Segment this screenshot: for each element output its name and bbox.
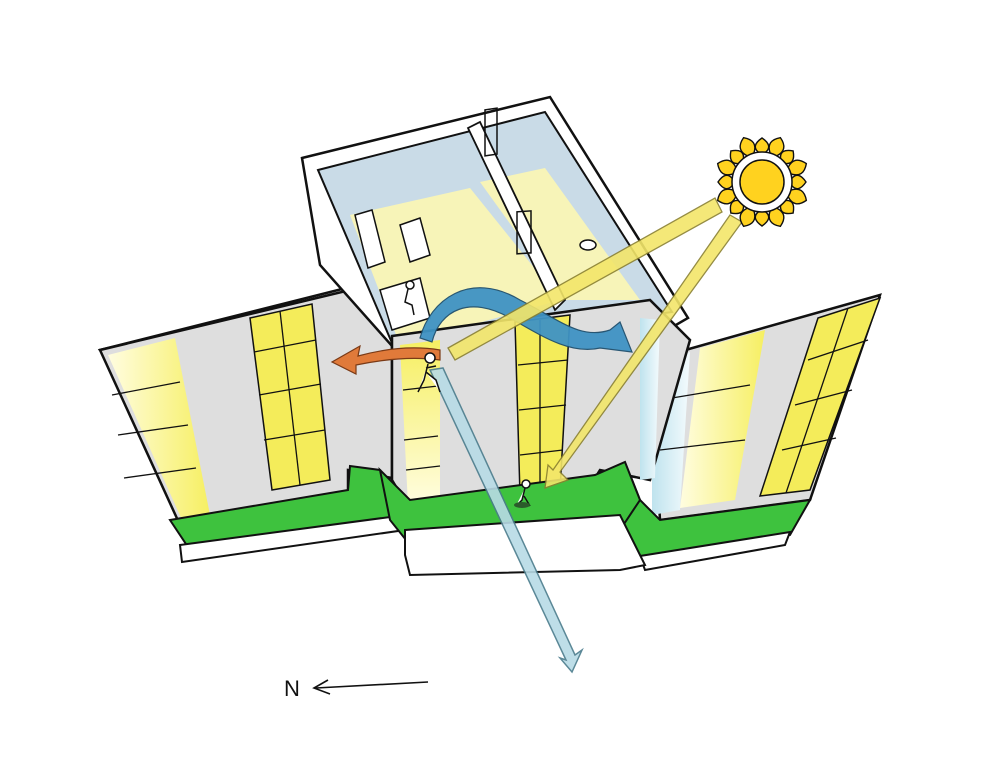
daylight-ray-icon	[544, 214, 743, 489]
right-wing-mullions	[659, 307, 869, 494]
door-left	[484, 107, 498, 157]
sun-ray	[729, 149, 745, 165]
sun-ray	[768, 207, 785, 228]
sun-ray	[739, 207, 756, 228]
sun-ray	[791, 174, 807, 190]
cabinet-1	[354, 209, 386, 269]
view-arrow-icon	[428, 367, 584, 674]
tower-glazing-left	[400, 340, 440, 505]
sun-ray	[779, 199, 795, 215]
sun-icon	[716, 136, 808, 228]
person-icon	[404, 280, 415, 316]
person-icon	[417, 352, 441, 393]
person-shadow	[514, 502, 530, 508]
left-wing	[97, 285, 412, 564]
sun-ray	[787, 159, 808, 176]
daylight-ray-icon	[447, 197, 723, 361]
exhaust-arrow-icon	[330, 344, 441, 375]
cabinet-2	[399, 217, 431, 263]
stool	[579, 239, 597, 251]
right-wing-glazing-2	[758, 296, 882, 497]
north-arrow-icon	[312, 679, 429, 695]
sun-ray	[716, 188, 737, 205]
sun-ray	[754, 137, 770, 153]
sun-ray	[787, 188, 808, 205]
left-wing-mullions	[111, 310, 326, 486]
right-wing	[598, 293, 882, 572]
sun-ray	[779, 149, 795, 165]
tower-glazing-right	[640, 318, 660, 480]
person-icon	[515, 479, 531, 507]
compass-north-label: N	[284, 676, 300, 701]
right-wing-glazing-1	[680, 330, 765, 508]
sun-ray	[716, 159, 737, 176]
sun-ray	[739, 136, 756, 157]
tower-mullions	[402, 320, 569, 492]
sun-ray	[768, 136, 785, 157]
sun-ray	[717, 174, 733, 190]
door-right	[516, 210, 532, 255]
sun-ray	[729, 199, 745, 215]
sun-ray	[754, 211, 770, 227]
